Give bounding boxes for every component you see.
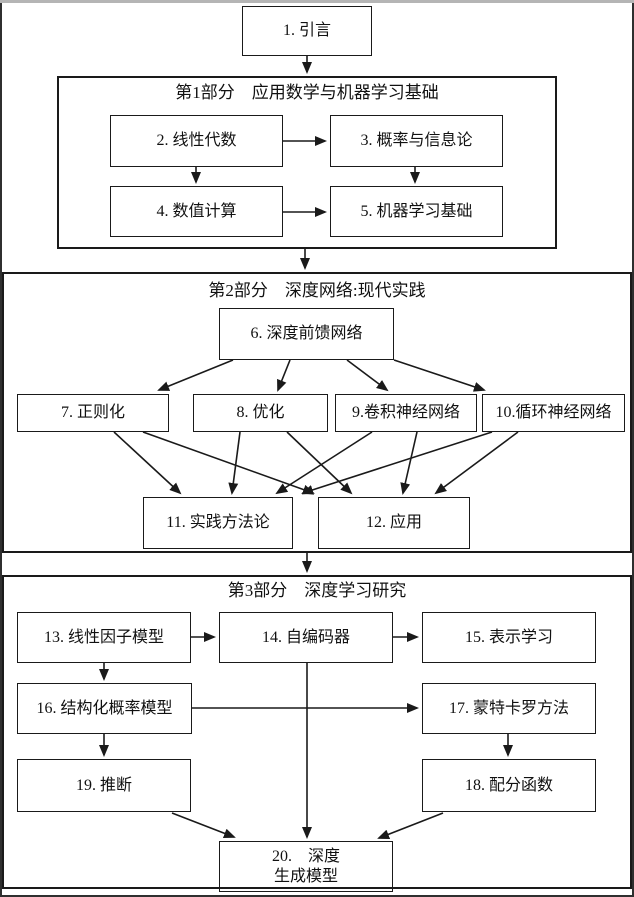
chapter-label-8: 8. 优化: [236, 404, 285, 421]
part1-box: [57, 76, 557, 249]
chapter-label-1: 1. 引言: [282, 22, 331, 39]
chapter-label-3: 3. 概率与信息论: [360, 132, 473, 149]
chapter-label-20-line1: 20. 深度: [271, 847, 340, 865]
chapter-label-18: 18. 配分函数: [464, 776, 553, 794]
part2-title: 第2部分 深度网络:现代实践: [208, 281, 426, 300]
part3-title: 第3部分 深度学习研究: [227, 581, 407, 600]
chapter-box-6: 6. 深度前馈网络: [219, 308, 394, 360]
chapter-box-20: 20. 深度 生成模型: [219, 841, 393, 892]
chapter-box-8: 8. 优化: [193, 394, 328, 432]
chapter-box-9: 9.卷积神经网络: [335, 394, 477, 432]
chapter-label-16: 16. 结构化概率模型: [36, 699, 173, 717]
chapter-label-5: 5. 机器学习基础: [360, 202, 473, 220]
chapter-box-3: 3. 概率与信息论: [330, 115, 503, 167]
chapter-label-4: 4. 数值计算: [156, 202, 237, 220]
chapter-box-1: 1. 引言: [242, 6, 372, 56]
chapter-box-17: 17. 蒙特卡罗方法: [422, 683, 596, 734]
chapter-box-2: 2. 线性代数: [110, 115, 283, 167]
chapter-label-10: 10.循环神经网络: [495, 404, 612, 421]
chapter-box-11: 11. 实践方法论: [143, 497, 293, 549]
page-top-edge: [0, 0, 634, 3]
chapter-box-16: 16. 结构化概率模型: [17, 683, 192, 734]
chapter-box-14: 14. 自编码器: [219, 612, 393, 663]
chapter-box-5: 5. 机器学习基础: [330, 186, 503, 237]
chapter-label-9: 9.卷积神经网络: [351, 404, 460, 421]
chapter-box-18: 18. 配分函数: [422, 759, 596, 812]
chapter-label-15: 15. 表示学习: [464, 628, 553, 646]
chapter-label-7: 7. 正则化: [60, 404, 125, 421]
page-right-edge: [632, 3, 634, 897]
chapter-label-6: 6. 深度前馈网络: [250, 325, 363, 342]
chapter-box-10: 10.循环神经网络: [482, 394, 625, 432]
chapter-box-7: 7. 正则化: [17, 394, 169, 432]
chapter-label-13: 13. 线性因子模型: [43, 628, 164, 646]
chapter-box-4: 4. 数值计算: [110, 186, 283, 237]
chapter-label-12: 12. 应用: [365, 514, 422, 531]
chapter-box-12: 12. 应用: [318, 497, 470, 549]
part1-title: 第1部分 应用数学与机器学习基础: [175, 83, 439, 102]
page-left-edge: [0, 3, 2, 897]
part2-box: [2, 272, 632, 553]
chapter-box-19: 19. 推断: [17, 759, 191, 812]
chapter-label-11: 11. 实践方法论: [166, 514, 270, 531]
chapter-label-17: 17. 蒙特卡罗方法: [448, 699, 569, 717]
part3-box: [2, 575, 632, 889]
chapter-box-13: 13. 线性因子模型: [17, 612, 191, 663]
page-bottom-edge: [0, 895, 634, 897]
chapter-label-19: 19. 推断: [75, 776, 132, 794]
chapter-box-15: 15. 表示学习: [422, 612, 596, 663]
chapter-label-14: 14. 自编码器: [261, 628, 350, 646]
chapter-label-2: 2. 线性代数: [156, 132, 237, 149]
chapter-label-20-line2: 生成模型: [273, 867, 338, 885]
